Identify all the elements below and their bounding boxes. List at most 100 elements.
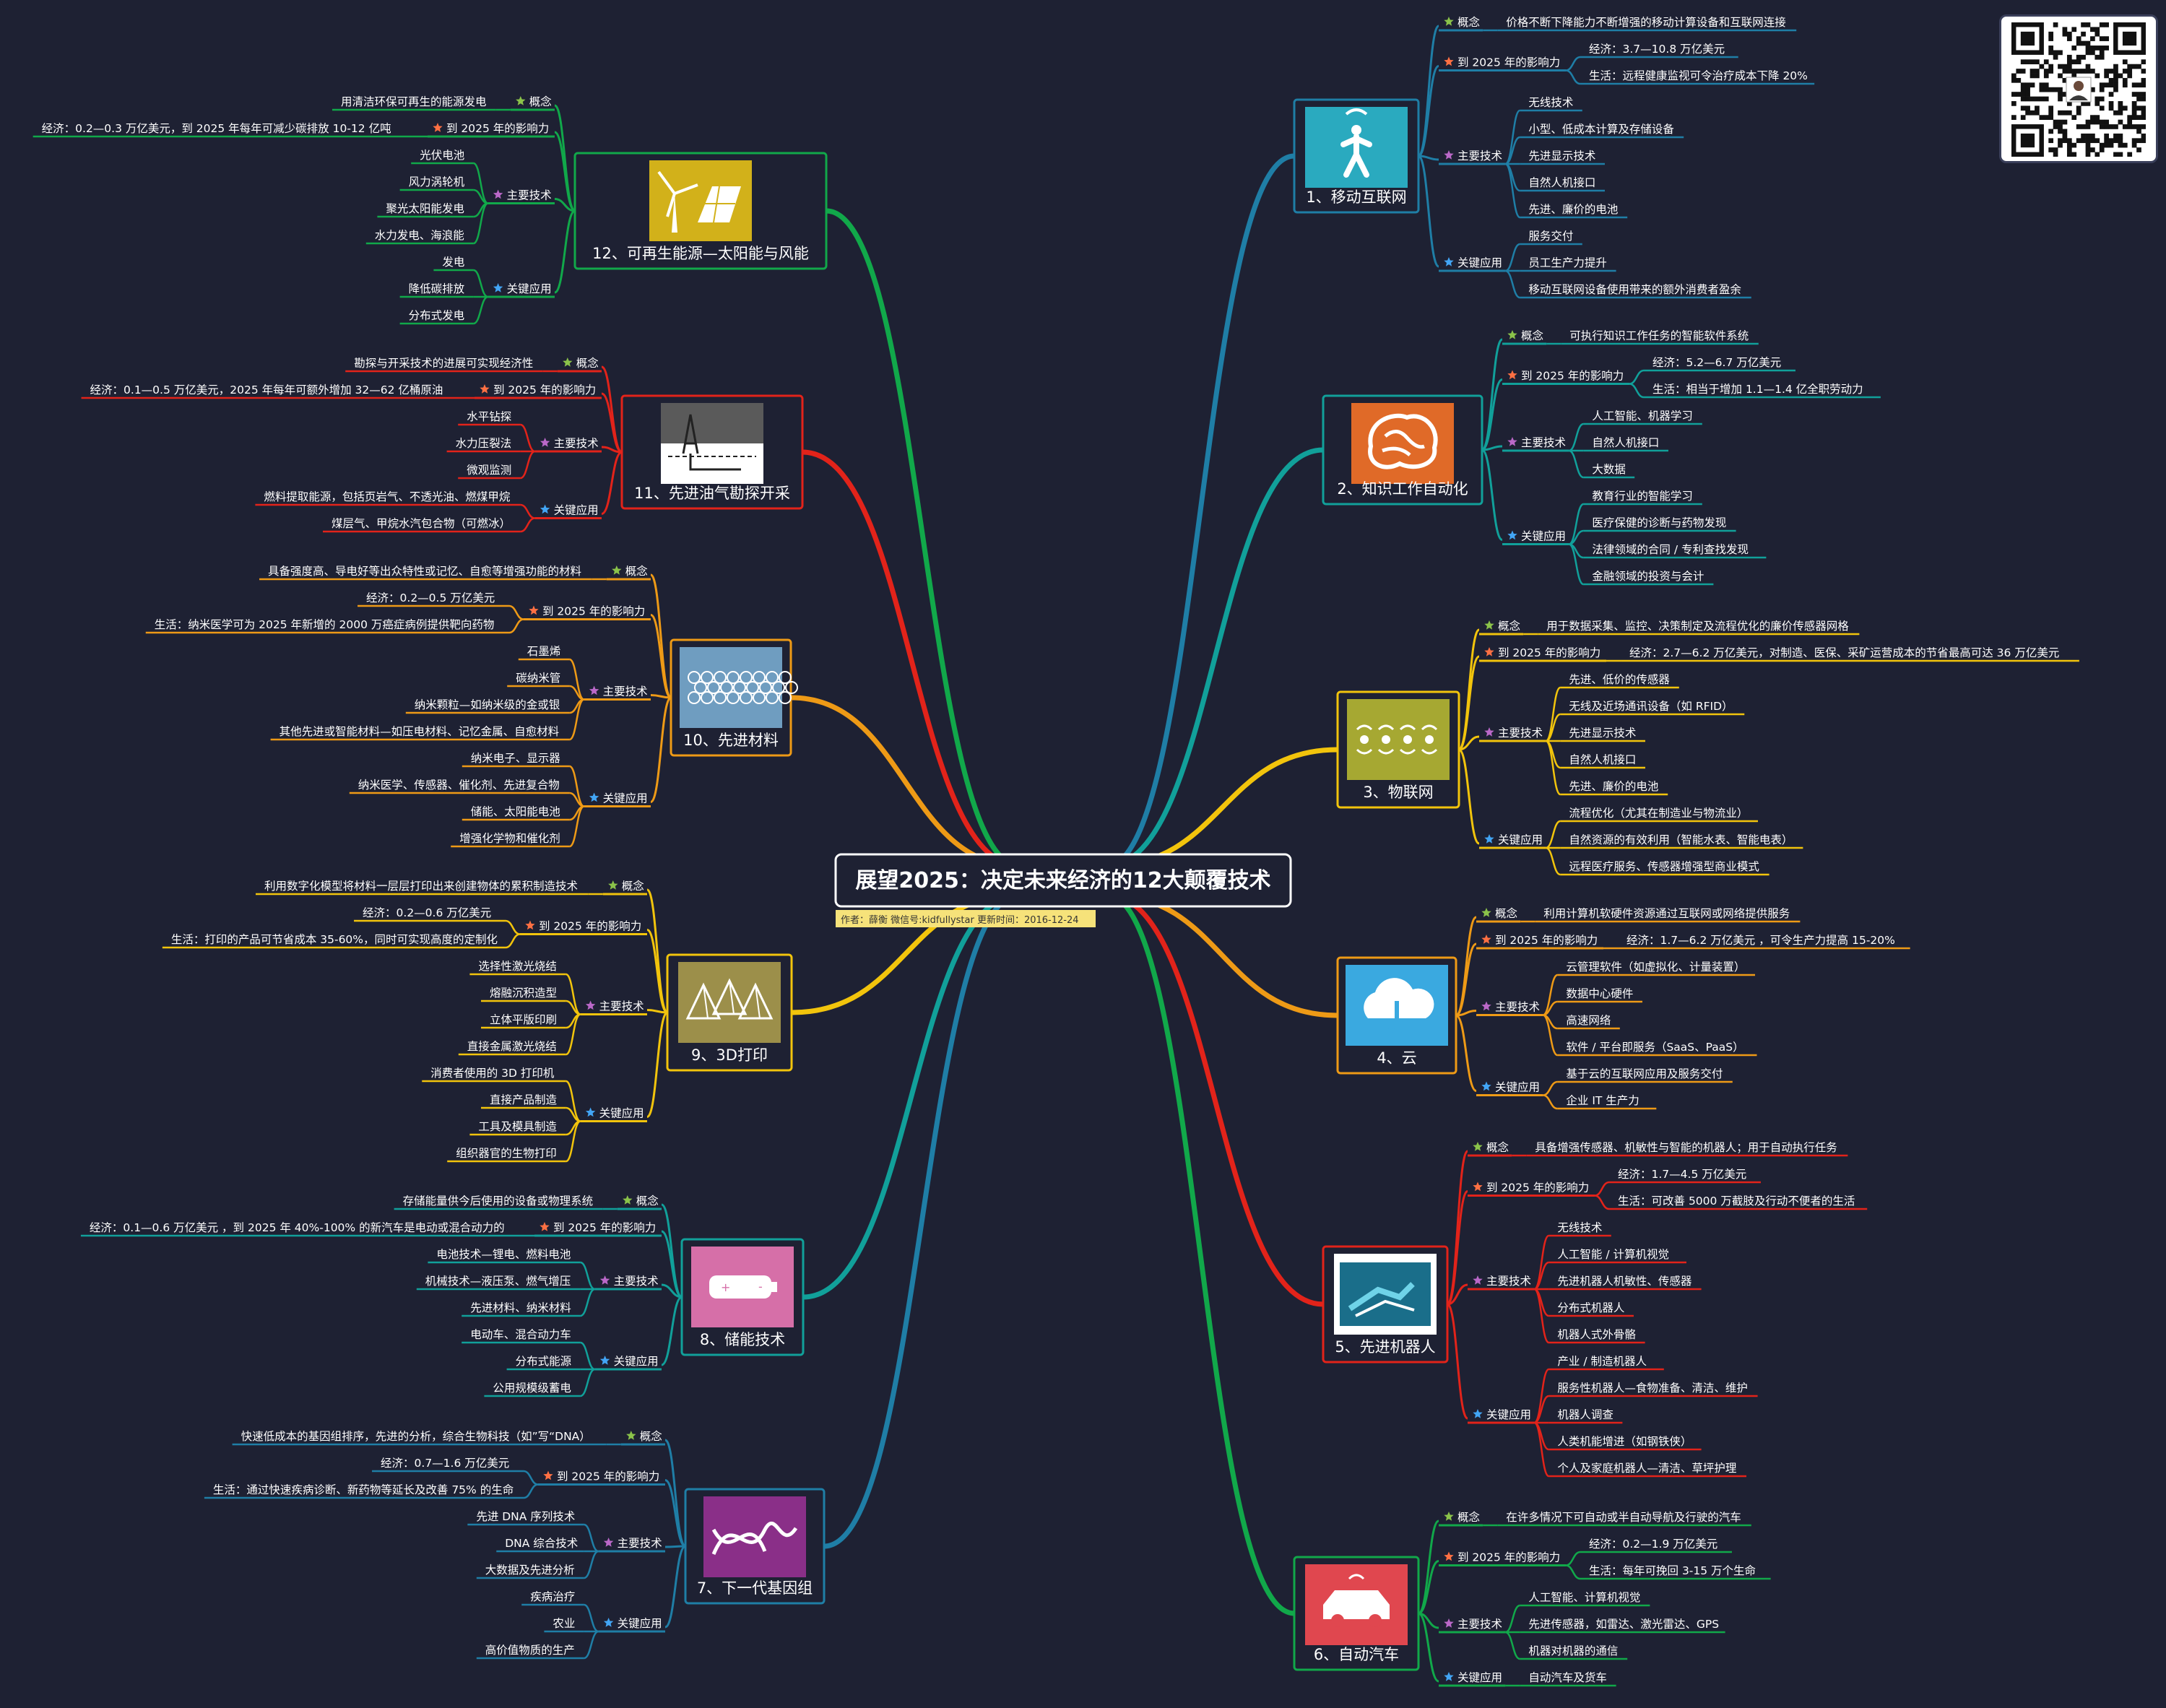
impact-item[interactable]: 生活：通过快速疾病诊断、新药物等延长及改善 75% 的生命: [213, 1483, 514, 1496]
tech-item[interactable]: 自然人机接口: [1528, 176, 1595, 189]
tech-item[interactable]: 风力涡轮机: [409, 175, 465, 188]
tech-item[interactable]: 水力发电、海浪能: [375, 229, 464, 242]
tech-item[interactable]: 碳纳米管: [516, 672, 560, 685]
apps-item[interactable]: 金融领域的投资与会计: [1592, 570, 1704, 583]
apps-item[interactable]: 医疗保健的诊断与药物发现: [1592, 516, 1726, 529]
tech-item[interactable]: 云管理软件（如虚拟化、计量装置）: [1566, 961, 1745, 974]
tech-item[interactable]: 先进、低价的传感器: [1569, 673, 1670, 686]
concept-item[interactable]: 存储能量供今后使用的设备或物理系统: [403, 1195, 594, 1208]
apps-item[interactable]: 移动互联网设备使用带来的额外消费者盈余: [1528, 282, 1741, 296]
tech-item[interactable]: 机械技术—液压泵、燃气增压: [425, 1275, 571, 1288]
apps-item[interactable]: 基于云的互联网应用及服务交付: [1566, 1067, 1723, 1080]
impact-item[interactable]: 经济：2.7—6.2 万亿美元，对制造、医保、采矿运营成本的节省最高可达 36 …: [1629, 646, 2059, 659]
apps-item[interactable]: 企业 IT 生产力: [1566, 1094, 1639, 1107]
impact-item[interactable]: 经济：0.2—0.5 万亿美元: [366, 591, 495, 604]
tech-item[interactable]: 人工智能、机器学习: [1592, 409, 1693, 422]
topic-node[interactable]: 1、移动互联网: [1293, 98, 1420, 214]
tech-item[interactable]: 高速网络: [1566, 1014, 1611, 1027]
apps-item[interactable]: 电动车、混合动力车: [470, 1328, 571, 1341]
impact-item[interactable]: 经济：0.2—0.6 万亿美元: [363, 906, 491, 919]
impact-item[interactable]: 经济：0.7—1.6 万亿美元: [381, 1457, 509, 1470]
topic-node[interactable]: +-8、储能技术: [680, 1238, 805, 1356]
topic-node[interactable]: 12、可再生能源—太阳能与风能: [573, 152, 828, 270]
tech-item[interactable]: 小型、低成本计算及存储设备: [1528, 122, 1674, 136]
tech-item[interactable]: 电池技术—锂电、燃料电池: [436, 1248, 571, 1261]
apps-item[interactable]: 煤层气、甲烷水汽包合物（可燃冰）: [332, 517, 511, 530]
impact-item[interactable]: 经济：0.2—0.3 万亿美元，到 2025 年每年可减少碳排放 10-12 亿…: [42, 122, 391, 135]
impact-item[interactable]: 经济：0.1—0.6 万亿美元 ，到 2025 年 40%-100% 的新汽车是…: [90, 1221, 505, 1234]
apps-item[interactable]: 远程医疗服务、传感器增强型商业模式: [1569, 860, 1759, 873]
concept-item[interactable]: 用于数据采集、监控、决策制定及流程优化的廉价传感器网格: [1546, 620, 1849, 633]
tech-item[interactable]: 机器人式外骨骼: [1557, 1328, 1636, 1341]
impact-item[interactable]: 生活：打印的产品可节省成本 35-60%，同时可实现高度的定制化: [171, 933, 498, 946]
apps-item[interactable]: 法律领域的合同 / 专利查找发现: [1592, 543, 1749, 556]
impact-item[interactable]: 生活：远程健康监视可令治疗成本下降 20%: [1589, 69, 1808, 82]
apps-item[interactable]: 分布式能源: [516, 1355, 572, 1368]
tech-item[interactable]: 水力压裂法: [456, 437, 512, 450]
tech-item[interactable]: 熔融沉积造型: [490, 987, 557, 1000]
concept-item[interactable]: 价格不断下降能力不断增强的移动计算设备和互联网连接: [1506, 15, 1786, 29]
tech-item[interactable]: 机器对机器的通信: [1528, 1644, 1618, 1657]
tech-item[interactable]: 人工智能、计算机视觉: [1528, 1590, 1640, 1604]
apps-item[interactable]: 增强化学物和催化剂: [459, 832, 560, 845]
tech-item[interactable]: 其他先进或智能材料—如压电材料、记忆金属、自愈材料: [280, 725, 560, 738]
tech-item[interactable]: 石墨烯: [527, 645, 561, 658]
apps-item[interactable]: 服务交付: [1528, 230, 1573, 243]
tech-item[interactable]: 纳米颗粒—如纳米级的金或银: [415, 698, 560, 711]
apps-item[interactable]: 人类机能增进（如钢铁侠）: [1557, 1435, 1691, 1448]
concept-item[interactable]: 在许多情况下可自动或半自动导航及行驶的汽车: [1506, 1511, 1741, 1524]
apps-item[interactable]: 组织器官的生物打印: [456, 1147, 557, 1160]
concept-item[interactable]: 具备强度高、导电好等出众特性或记忆、自愈等增强功能的材料: [268, 565, 581, 578]
tech-item[interactable]: 先进显示技术: [1569, 727, 1636, 740]
tech-item[interactable]: 自然人机接口: [1569, 753, 1636, 766]
tech-item[interactable]: 大数据及先进分析: [485, 1564, 575, 1577]
impact-item[interactable]: 经济：0.2—1.9 万亿美元: [1589, 1538, 1717, 1551]
topic-node[interactable]: 2、知识工作自动化: [1322, 394, 1483, 506]
apps-item[interactable]: 工具及模具制造: [478, 1120, 557, 1133]
apps-item[interactable]: 降低碳排放: [409, 282, 465, 295]
concept-item[interactable]: 可执行知识工作任务的智能软件系统: [1569, 329, 1749, 342]
tech-item[interactable]: 光伏电池: [420, 149, 464, 162]
impact-item[interactable]: 经济：1.7—4.5 万亿美元: [1618, 1168, 1746, 1181]
apps-item[interactable]: 教育行业的智能学习: [1592, 490, 1693, 503]
apps-item[interactable]: 员工生产力提升: [1528, 256, 1607, 269]
topic-node[interactable]: 3、物联网: [1336, 690, 1460, 809]
tech-item[interactable]: DNA 综合技术: [505, 1537, 578, 1550]
tech-item[interactable]: 聚光太阳能发电: [386, 202, 464, 215]
impact-item[interactable]: 经济：3.7—10.8 万亿美元: [1589, 43, 1725, 56]
tech-item[interactable]: 先进 DNA 序列技术: [476, 1510, 575, 1523]
apps-item[interactable]: 自然资源的有效利用（智能水表、智能电表）: [1569, 833, 1793, 846]
concept-item[interactable]: 用清洁环保可再生的能源发电: [341, 95, 487, 108]
tech-item[interactable]: 先进显示技术: [1528, 149, 1595, 162]
apps-item[interactable]: 纳米电子、显示器: [471, 752, 561, 765]
topic-node[interactable]: 11、先进油气勘探开采: [620, 394, 804, 510]
concept-item[interactable]: 具备增强传感器、机敏性与智能的机器人；用于自动执行任务: [1535, 1141, 1837, 1154]
impact-item[interactable]: 经济：0.1—0.5 万亿美元，2025 年每年可额外增加 32—62 亿桶原油: [90, 383, 443, 396]
impact-item[interactable]: 经济：1.7—6.2 万亿美元 ，可令生产力提高 15-20%: [1626, 934, 1895, 947]
impact-item[interactable]: 经济：5.2—6.7 万亿美元: [1652, 356, 1781, 369]
tech-item[interactable]: 选择性激光烧结: [478, 960, 557, 973]
apps-item[interactable]: 服务性机器人—食物准备、清洁、维护: [1557, 1382, 1748, 1395]
tech-item[interactable]: 分布式机器人: [1557, 1301, 1624, 1314]
apps-item[interactable]: 高价值物质的生产: [485, 1644, 575, 1657]
apps-item[interactable]: 机器人调查: [1557, 1408, 1613, 1421]
concept-item[interactable]: 利用计算机软硬件资源通过互联网或网络提供服务: [1543, 906, 1790, 920]
tech-item[interactable]: 微观监测: [467, 464, 511, 477]
tech-item[interactable]: 先进材料、纳米材料: [470, 1301, 571, 1314]
apps-item[interactable]: 直接产品制造: [490, 1093, 558, 1106]
tech-item[interactable]: 无线技术: [1557, 1221, 1602, 1234]
impact-item[interactable]: 生活：可改善 5000 万截肢及行动不便者的生活: [1618, 1195, 1855, 1208]
apps-item[interactable]: 发电: [442, 256, 464, 269]
impact-item[interactable]: 生活：每年可挽回 3-15 万个生命: [1589, 1564, 1756, 1577]
topic-node[interactable]: 10、先进材料: [670, 638, 798, 757]
tech-item[interactable]: 人工智能 / 计算机视觉: [1557, 1247, 1669, 1261]
apps-item[interactable]: 产业 / 制造机器人: [1557, 1355, 1647, 1368]
apps-item[interactable]: 燃料提取能源，包括页岩气、不透光油、燃煤甲烷: [264, 490, 511, 503]
concept-item[interactable]: 快速低成本的基因组排序，先进的分析，综合生物科技（如”写“DNA）: [241, 1430, 591, 1443]
apps-item[interactable]: 储能、太阳能电池: [471, 805, 560, 818]
tech-item[interactable]: 无线技术: [1528, 96, 1573, 109]
topic-node[interactable]: 9、3D打印: [666, 953, 793, 1072]
impact-item[interactable]: 生活：纳米医学可为 2025 年新增的 2000 万癌症病例提供靶向药物: [155, 618, 495, 631]
apps-item[interactable]: 疾病治疗: [530, 1590, 575, 1603]
apps-item[interactable]: 流程优化（尤其在制造业与物流业）: [1569, 807, 1748, 820]
